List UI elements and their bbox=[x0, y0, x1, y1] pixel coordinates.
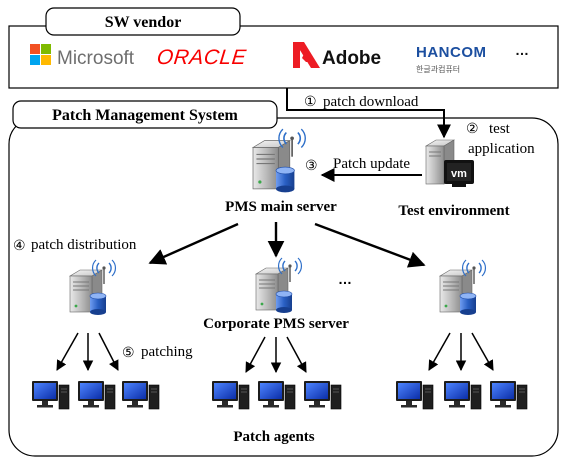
step5-number: ⑤ bbox=[122, 346, 135, 361]
pms-main-server-label: PMS main server bbox=[225, 199, 337, 215]
step4-label: patch distribution bbox=[31, 237, 137, 253]
step2-test-application: ② test application bbox=[466, 121, 535, 157]
microsoft-square-yellow bbox=[41, 55, 51, 65]
adobe-label: Adobe bbox=[322, 48, 381, 69]
step1-label: patch download bbox=[323, 94, 419, 110]
dist-arrow-right bbox=[314, 222, 426, 268]
corporate-servers: … Corporate PMS server bbox=[69, 257, 487, 332]
sw-vendor-title-tab bbox=[45, 7, 241, 36]
patch-agents-label: Patch agents bbox=[233, 429, 314, 445]
hancom-sublabel: 한글과컴퓨터 bbox=[416, 65, 460, 74]
patching-arrows bbox=[56, 332, 494, 374]
step1-number: ① bbox=[304, 95, 317, 110]
microsoft-logo: Microsoft bbox=[30, 44, 135, 69]
pms-title-tab bbox=[12, 100, 278, 129]
oracle-label: ORACLE bbox=[156, 46, 248, 69]
pms-title: Patch Management System bbox=[52, 107, 238, 124]
vm-badge: vm bbox=[451, 168, 467, 180]
step5-patching: ⑤ patching bbox=[122, 344, 193, 361]
step3-patch-update: ③ Patch update bbox=[305, 156, 422, 182]
microsoft-square-blue bbox=[30, 55, 40, 65]
step2-number: ② bbox=[466, 122, 479, 137]
patch-arrow-c3 bbox=[286, 336, 307, 373]
hancom-logo: HANCOM 한글과컴퓨터 bbox=[416, 44, 487, 74]
dist-arrow-left bbox=[148, 222, 239, 265]
pms-main-server-node: PMS main server bbox=[225, 128, 337, 215]
vendor-ellipsis: … bbox=[515, 42, 529, 58]
adobe-logo: Adobe bbox=[293, 42, 381, 69]
corporate-pms-server-label: Corporate PMS server bbox=[203, 316, 349, 332]
microsoft-square-red bbox=[30, 44, 40, 54]
vm-monitor-icon: vm bbox=[444, 160, 474, 187]
distribution-arrows bbox=[148, 222, 426, 268]
step2-label-line1: test bbox=[489, 121, 511, 137]
test-environment-label: Test environment bbox=[398, 203, 509, 219]
microsoft-label: Microsoft bbox=[57, 48, 135, 69]
adobe-icon bbox=[293, 42, 320, 68]
microsoft-square-green bbox=[41, 44, 51, 54]
sw-vendor-group: SW vendor Microsoft ORACLE Adobe HANCOM … bbox=[8, 7, 559, 89]
patch-arrow-r1 bbox=[428, 332, 451, 371]
step5-label: patching bbox=[141, 344, 193, 360]
patch-arrow-c1 bbox=[245, 336, 266, 373]
sw-vendor-title: SW vendor bbox=[105, 14, 182, 31]
step4-number: ④ bbox=[13, 239, 26, 254]
step1-patch-download: ① patch download bbox=[286, 88, 451, 139]
step4-patch-distribution: ④ patch distribution bbox=[13, 237, 137, 254]
patch-arrow-r3 bbox=[471, 332, 494, 371]
step3-number: ③ bbox=[305, 159, 318, 174]
patch-arrow-l3 bbox=[98, 332, 119, 371]
patch-arrow-l1 bbox=[56, 332, 79, 371]
hancom-label: HANCOM bbox=[416, 44, 487, 61]
sw-vendor-box bbox=[8, 25, 559, 89]
step2-label-line2: application bbox=[468, 141, 535, 157]
corporate-server-ellipsis: … bbox=[338, 271, 352, 287]
step3-label: Patch update bbox=[333, 156, 410, 172]
patch-download-arrow bbox=[286, 88, 451, 139]
patch-agents: Patch agents bbox=[31, 380, 528, 445]
test-environment-node: vm Test environment bbox=[398, 139, 510, 219]
